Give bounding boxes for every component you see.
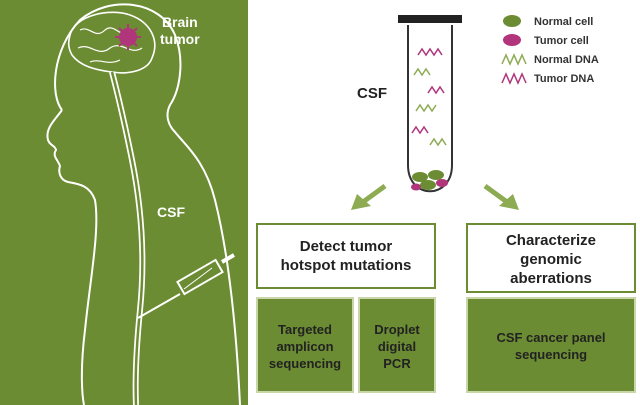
brain-tumor-label: Brain tumor — [160, 14, 200, 47]
tube-wall — [407, 25, 453, 193]
detect-mutations-box: Detect tumor hotspot mutations — [256, 223, 436, 289]
face-outline — [46, 109, 98, 405]
patient-illustration-panel: Brain tumor CSF — [0, 0, 248, 405]
spinal-cord — [109, 71, 146, 405]
arrow-right-icon — [483, 183, 519, 210]
body-outline — [54, 3, 241, 405]
syringe-icon — [137, 253, 236, 319]
arrow-left-icon — [351, 183, 387, 210]
csf-cancer-panel-box: CSF cancer panel sequencing — [466, 297, 636, 393]
tube-dna — [411, 47, 447, 147]
normal-cell-icon — [503, 15, 521, 27]
brain-icon — [67, 11, 156, 74]
tumor-cell-icon — [503, 34, 521, 46]
branch-arrows — [351, 183, 519, 210]
csf-body-label: CSF — [157, 204, 185, 220]
brain-tumor-icon — [115, 24, 141, 50]
normal-dna-icon — [501, 53, 527, 66]
tube-cells — [411, 170, 448, 191]
test-tube — [398, 15, 462, 193]
patient-silhouette — [46, 3, 241, 405]
targeted-amplicon-box: Targeted amplicon sequencing — [256, 297, 354, 393]
tube-cap — [398, 15, 462, 23]
characterize-aberrations-box: Characterize genomic aberrations — [466, 223, 636, 293]
tumor-dna-icon — [501, 72, 527, 85]
csf-tube-label: CSF — [357, 85, 387, 102]
droplet-pcr-box: Droplet digital PCR — [358, 297, 436, 393]
